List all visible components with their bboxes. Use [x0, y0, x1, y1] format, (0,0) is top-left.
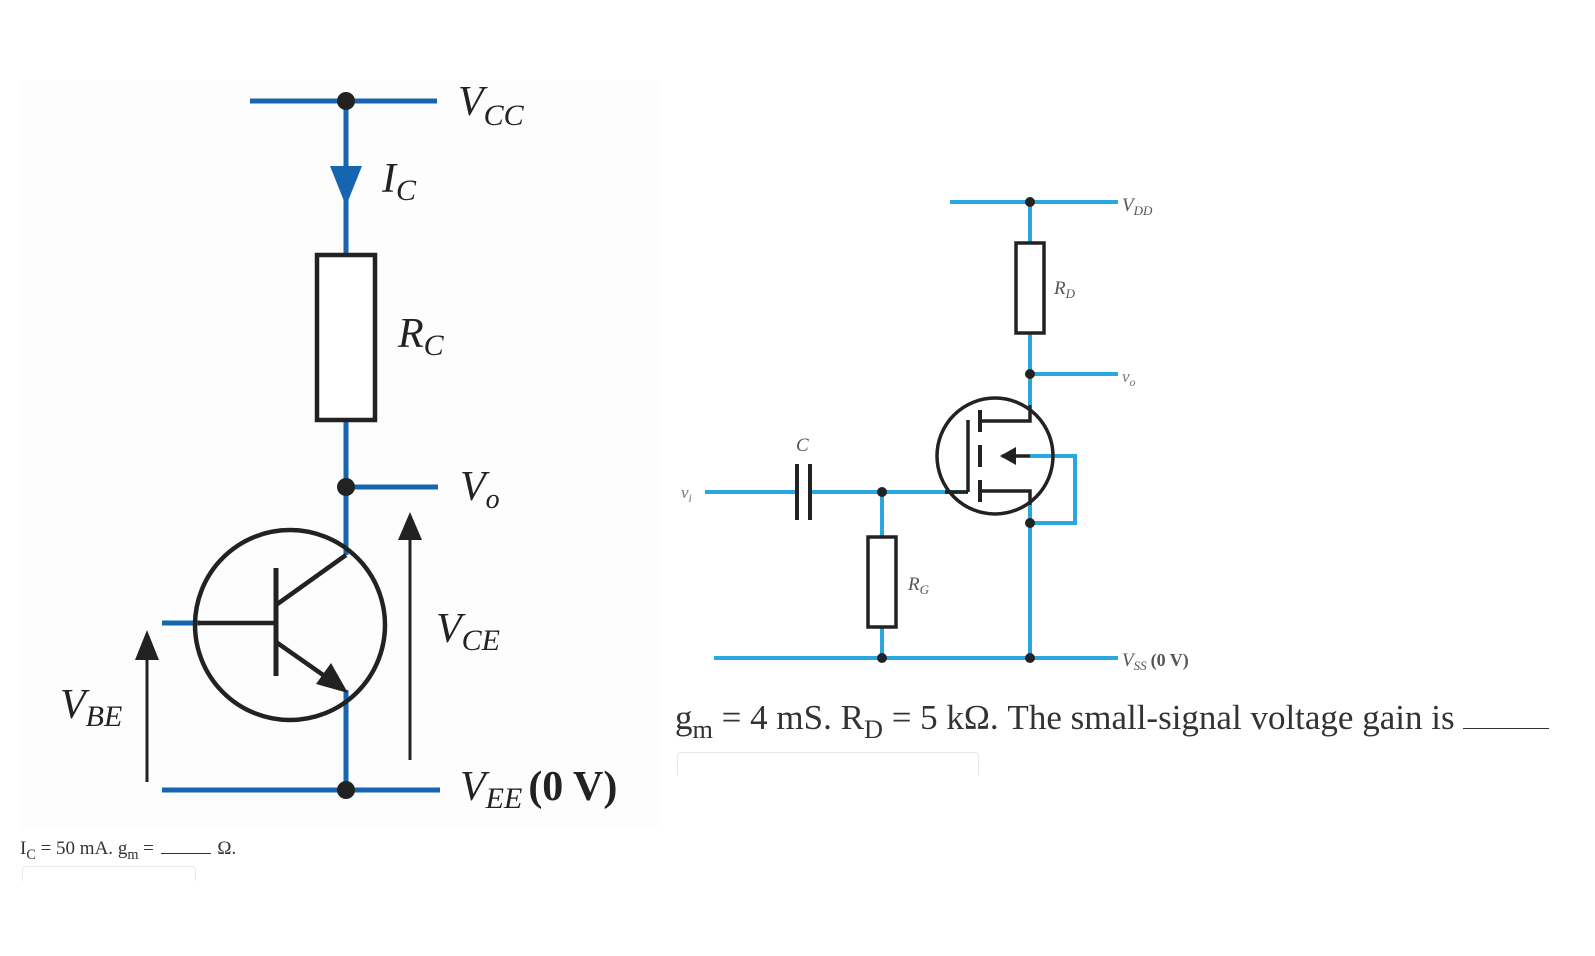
- ic-label: IC: [381, 156, 417, 207]
- gm-equals: =: [138, 838, 159, 859]
- gm-value: = 4 mS.: [712, 698, 841, 737]
- gate-node: [877, 487, 887, 497]
- rd-label: RD: [1053, 278, 1076, 301]
- rg-label: RG: [907, 574, 930, 597]
- vbe-label: VBE: [60, 682, 122, 733]
- vss-node-right: [1025, 653, 1035, 663]
- vdd-node: [1025, 197, 1035, 207]
- emitter-arrow: [316, 663, 348, 693]
- gm-symbol: g: [675, 698, 693, 737]
- rc-label: RC: [397, 311, 445, 362]
- question-1-text: IC = 50 mA. gm = Ω.: [20, 838, 236, 864]
- question-2-text: gm = 4 mS. RD = 5 kΩ. The small-signal v…: [675, 698, 1549, 745]
- answer-input-2[interactable]: [677, 752, 979, 775]
- body-arrow: [1000, 447, 1016, 465]
- answer-blank-2: [1462, 702, 1549, 729]
- collector-lead: [274, 553, 348, 607]
- drain-lead: [980, 405, 1032, 423]
- rd-symbol: R: [840, 698, 864, 737]
- vbe-arrow-head: [135, 630, 159, 660]
- vce-arrow-head: [398, 512, 422, 540]
- vcc-label: VCC: [458, 79, 525, 132]
- rd-value-and-question: = 5 kΩ. The small-signal voltage gain is: [882, 698, 1455, 737]
- mosfet-transistor-body: [935, 396, 1055, 516]
- answer-input-1[interactable]: [22, 866, 196, 881]
- rd-subscript: D: [863, 715, 883, 745]
- vo-node: [337, 478, 355, 496]
- rg-resistor: [866, 535, 898, 629]
- vss-label: VSS(0 V): [1122, 650, 1189, 673]
- answer-blank-1: [160, 839, 211, 854]
- bjt-transistor-body: [192, 527, 388, 723]
- rd-resistor: [1014, 241, 1046, 335]
- vce-label: VCE: [436, 606, 500, 657]
- vcc-node: [337, 92, 355, 110]
- vss-node-left: [877, 653, 887, 663]
- gm-symbol: g: [117, 838, 128, 859]
- gm-subscript: m: [692, 715, 713, 745]
- vo-node: [1025, 369, 1035, 379]
- vi-label: vi: [681, 483, 692, 505]
- gm-subscript: m: [127, 846, 139, 863]
- vee-label: VEE(0 V): [460, 764, 617, 815]
- source-lead: [980, 489, 1032, 505]
- source-node: [1025, 518, 1035, 528]
- vdd-label: VDD: [1122, 195, 1153, 218]
- vo-label: vo: [1122, 367, 1136, 389]
- capacitor-label: C: [796, 435, 809, 456]
- ic-current-arrow: [330, 166, 362, 206]
- ic-subscript: C: [26, 846, 36, 863]
- vee-node: [337, 781, 355, 799]
- ic-value: = 50 mA.: [35, 838, 118, 859]
- vo-label: Vo: [460, 464, 500, 515]
- ic-symbol: I: [20, 838, 27, 859]
- gm-unit: Ω.: [212, 838, 237, 859]
- rc-resistor: [314, 252, 378, 423]
